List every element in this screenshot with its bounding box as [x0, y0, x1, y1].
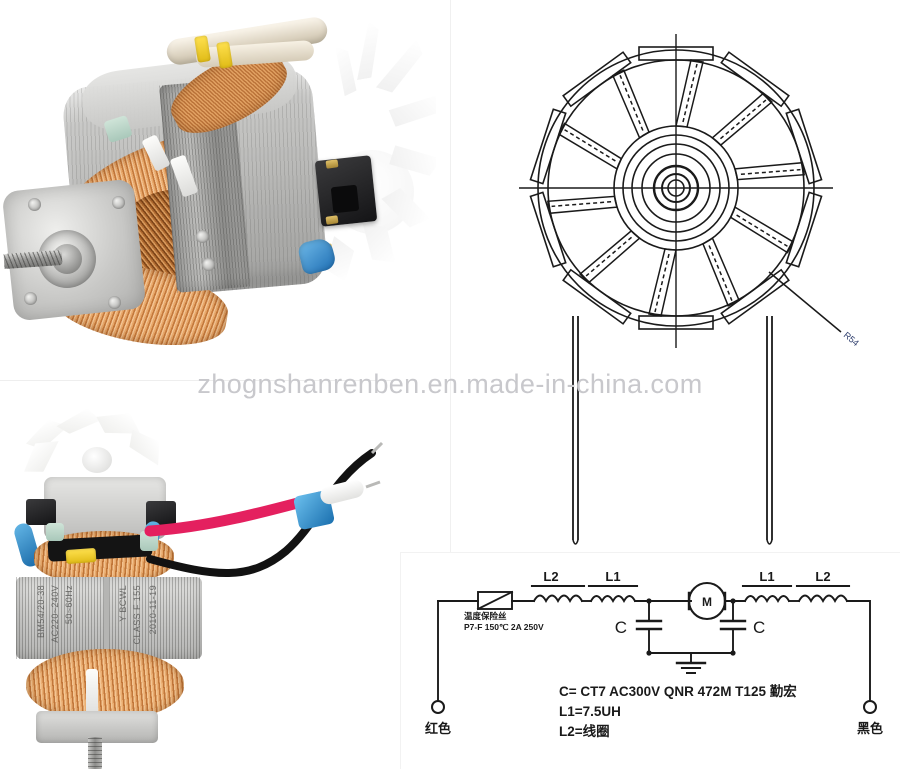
- inductor-l2-left-coil: [532, 594, 584, 603]
- end-bell-bolt-2: [112, 196, 125, 209]
- stator-cad-drawing: R54: [519, 34, 861, 545]
- note-line-1: C= CT7 AC300V QNR 472M T125 勤宏: [559, 683, 797, 699]
- housing-bolt-2: [202, 258, 215, 271]
- label-l2-left: L2: [543, 569, 558, 584]
- end-bell-bolt-4: [108, 296, 121, 309]
- note-line-3: L2=线圈: [559, 723, 610, 739]
- motor-shaft-2: [88, 737, 102, 769]
- end-bell-bolt-1: [28, 198, 41, 211]
- connector-terminal-1: [325, 159, 339, 169]
- fuse-label-cn: 温度保险丝: [464, 611, 507, 621]
- connector-terminal-2: [325, 215, 339, 225]
- brush-left: [26, 499, 56, 525]
- label-cap-left: C: [615, 618, 627, 637]
- terminals: [431, 700, 877, 714]
- leader-line: [768, 271, 842, 333]
- label-motor: M: [702, 595, 712, 609]
- inductor-l1-right-coil: [743, 595, 791, 603]
- end-bell-bolt-3: [24, 292, 37, 305]
- emi-filter-schematic: L2 L1 L1 L2 M C C 温度保险丝 P7-F 150℃ 2A 250…: [425, 569, 883, 739]
- centerlines: [519, 34, 833, 348]
- fan-hub-2: [82, 447, 112, 473]
- stator-core-gap: [104, 577, 109, 659]
- terminal-label-left: 红色: [425, 721, 451, 736]
- fan-blade-1: [347, 20, 386, 80]
- note-line-2: L1=7.5UH: [559, 704, 621, 719]
- thermal-fuse-diagonal: [476, 590, 514, 611]
- shaft-thread-texture-2: [88, 737, 102, 769]
- lead-pins: [572, 316, 773, 540]
- inductor-l1-left-coil: [589, 595, 637, 603]
- label-l1-left: L1: [605, 569, 620, 584]
- stator-lamination-texture: [16, 577, 202, 659]
- label-cap-right: C: [753, 618, 765, 637]
- right-rail: [846, 600, 871, 702]
- fan-blade-2: [376, 32, 426, 98]
- label-l1-right: L1: [759, 569, 774, 584]
- panel-tech-drawing: R54: [450, 0, 900, 552]
- junction-dots: [646, 598, 736, 656]
- red-wire-tip: [365, 480, 381, 489]
- terminal-left: [431, 700, 445, 714]
- panel-circuit-diagram: L2 L1 L1 L2 M C C 温度保险丝 P7-F 150℃ 2A 250…: [400, 552, 900, 769]
- connector-slot: [330, 184, 360, 214]
- label-l2-right: L2: [815, 569, 830, 584]
- panel-motor-assembly: [0, 0, 436, 378]
- inductor-l2-right-coil: [797, 594, 849, 603]
- lead-wires: [144, 441, 384, 578]
- insulator-green-3: [46, 523, 64, 541]
- stator-core: [16, 577, 202, 659]
- cable-tie-white-3: [86, 669, 98, 721]
- copper-winding-bottom-2: [26, 649, 184, 721]
- leader-label: R54: [842, 330, 861, 348]
- housing-bolt-1: [196, 230, 209, 243]
- terminal-right: [863, 700, 877, 714]
- black-wire-tip: [370, 441, 384, 455]
- fuse-label-spec: P7-F 150℃ 2A 250V: [464, 622, 544, 632]
- panel-motor-wired: BM54/20-38 AC220~240V 50~60Hz Y BCWL CLA…: [0, 380, 398, 769]
- stator-slot-arms: [546, 59, 806, 317]
- terminal-label-right: 黑色: [857, 721, 883, 736]
